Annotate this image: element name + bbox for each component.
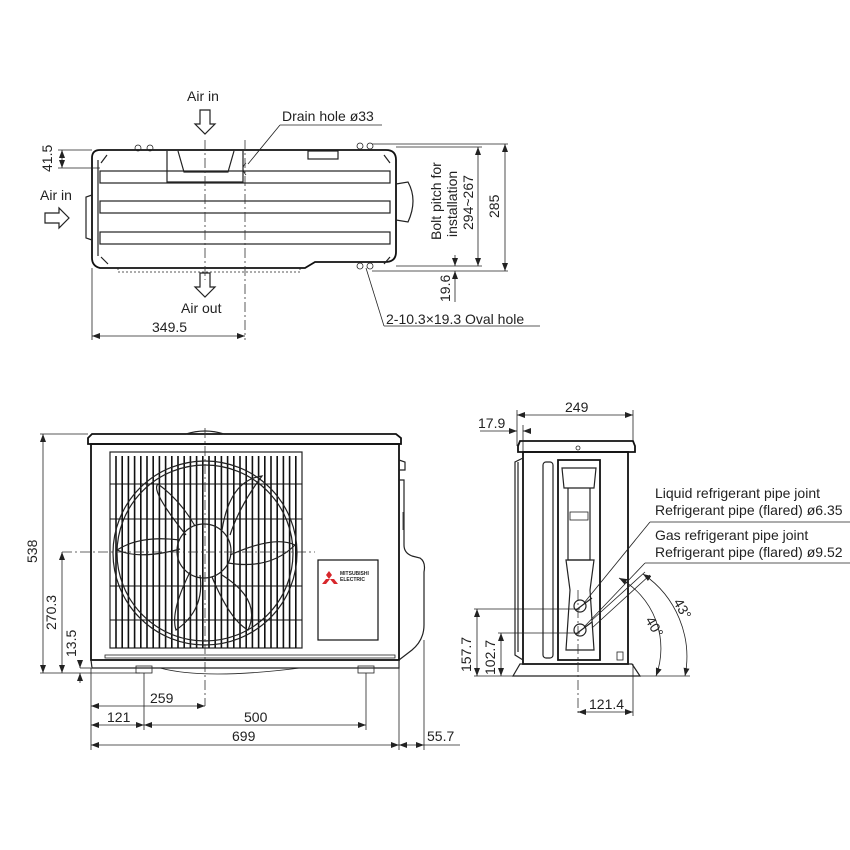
liquid-joint-label-line1: Liquid refrigerant pipe joint [655,485,820,501]
oval-hole-label: 2-10.3×19.3 Oval hole [386,311,524,327]
dim-500: 500 [244,709,268,725]
brand-name-line2: ELECTRIC [340,577,365,583]
dim-121: 121 [107,709,131,725]
dim-13-5: 13.5 [63,630,79,657]
air-in-top-arrow-icon [193,109,217,135]
dim-699: 699 [232,728,256,744]
dim-19-6: 19.6 [437,275,453,302]
air-in-left-label: Air in [40,187,72,203]
dim-157-7: 157.7 [458,637,474,672]
air-out-label: Air out [181,300,222,316]
dim-259: 259 [150,690,174,706]
angle-40: 40° [642,614,666,640]
gas-joint-label-line1: Gas refrigerant pipe joint [655,527,808,543]
bolt-pitch-label-line3: 294~267 [460,175,476,230]
liquid-joint-label-line2: Refrigerant pipe (flared) ø6.35 [655,502,843,518]
dim-102-7: 102.7 [482,640,498,675]
air-out-arrow-icon [193,272,217,298]
dim-349-5: 349.5 [152,319,187,335]
bolt-pitch-label-line2: installation [444,171,460,237]
dim-41-5: 41.5 [39,145,55,172]
dim-55-7: 55.7 [427,728,454,744]
mitsubishi-diamonds-icon [322,571,338,584]
dim-538: 538 [24,539,40,563]
dim-285: 285 [486,194,502,218]
dim-249: 249 [565,399,589,415]
brand-name-line1: MITSUBISHI [340,571,370,577]
drain-hole-label: Drain hole ø33 [282,108,374,124]
fan-grille [109,451,303,649]
dim-17-9: 17.9 [478,415,505,431]
brand-logo-plate: MITSUBISHI ELECTRIC [317,559,379,641]
front-view: MITSUBISHI ELECTRIC 538 270.3 13.5 259 1… [24,428,460,750]
bolt-pitch-label-line1: Bolt pitch for [428,162,444,240]
air-in-left-arrow-icon [44,206,70,230]
side-view: 249 17.9 157.7 102.7 121.4 Liquid refrig… [458,399,850,716]
gas-joint-label-line2: Refrigerant pipe (flared) ø9.52 [655,544,843,560]
dim-121-4: 121.4 [589,696,624,712]
air-in-top-label: Air in [187,88,219,104]
angle-43: 43° [670,596,694,622]
dim-270-3: 270.3 [43,595,59,630]
top-view: Air in Air in Air out Drain hole ø33 41.… [39,88,540,340]
